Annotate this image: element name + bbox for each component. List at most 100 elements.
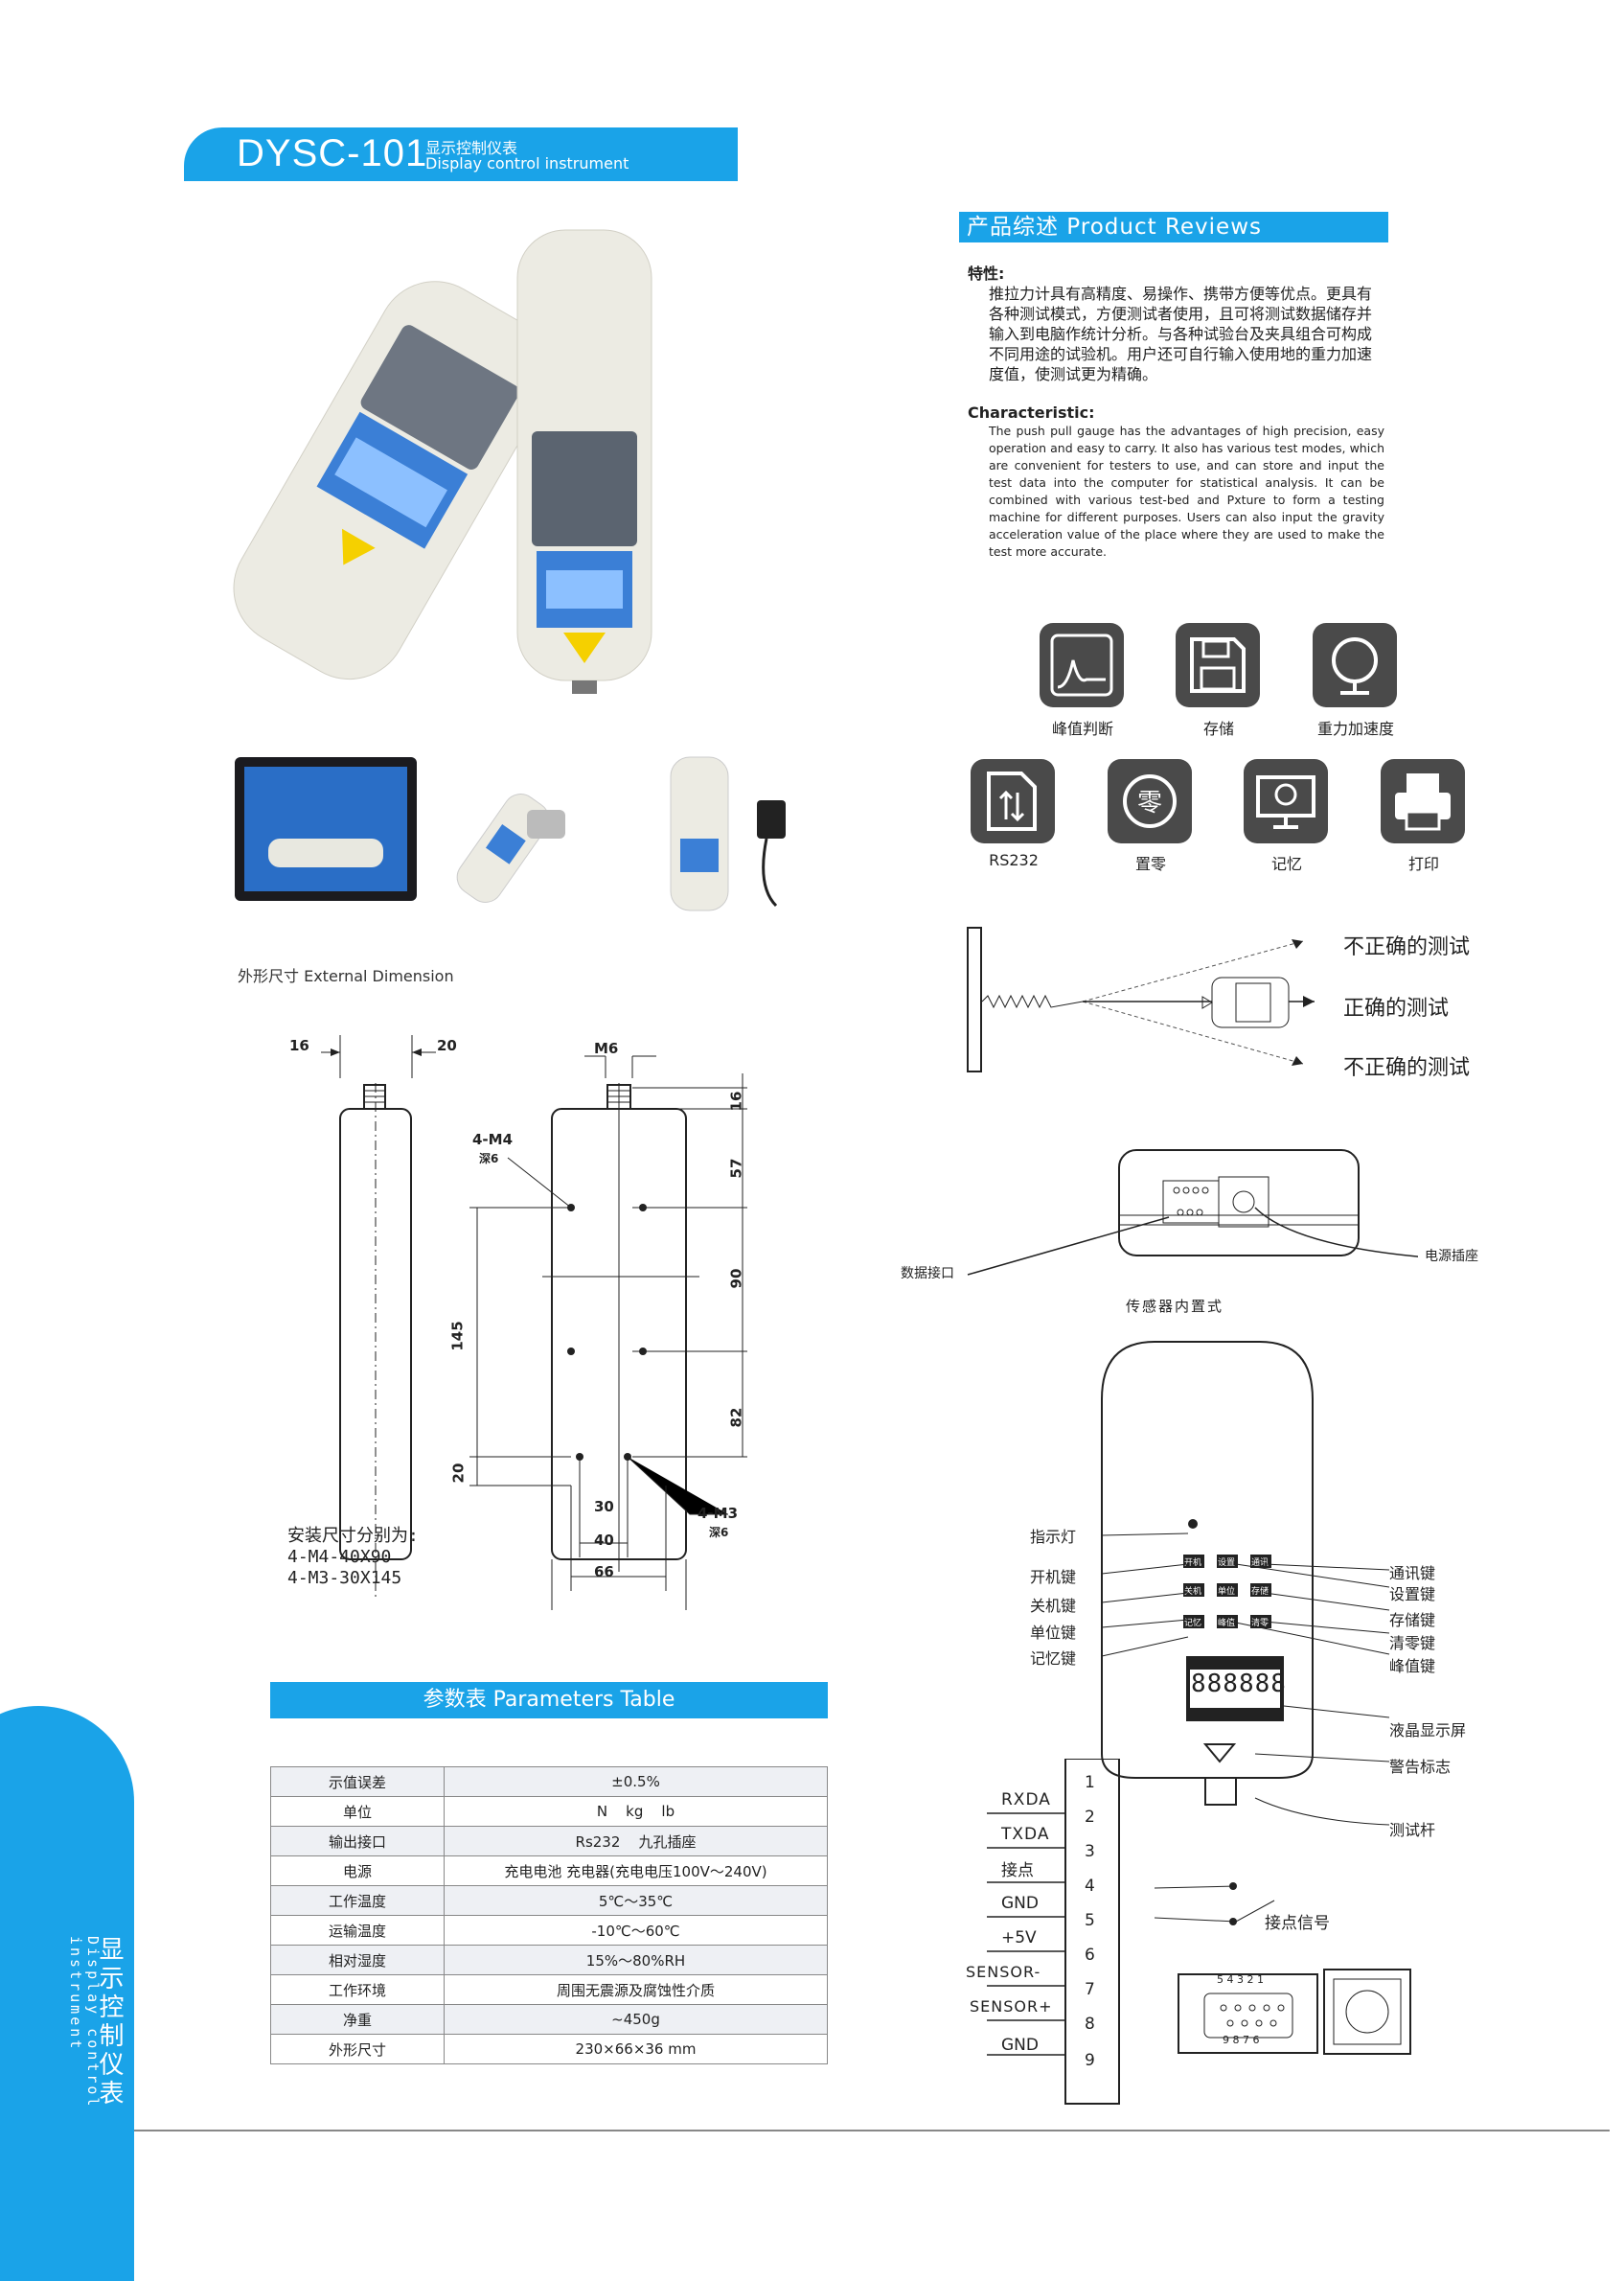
param-value: 5℃～35℃ xyxy=(444,1885,828,1916)
param-key: 相对湿度 xyxy=(270,1945,445,1975)
dim-4m3-depth: 深6 xyxy=(709,1526,729,1539)
connector-bottom-pins: 9 8 7 6 xyxy=(1223,2034,1260,2046)
param-value: 充电电池 充电器(充电电压100V～240V) xyxy=(444,1855,828,1886)
key-settings: 设置 xyxy=(1217,1558,1235,1568)
param-value: -10℃～60℃ xyxy=(444,1915,828,1946)
label-memory: 记忆 xyxy=(1270,855,1302,873)
label-rs232: RS232 xyxy=(989,851,1039,869)
pin-1: 1 xyxy=(1085,1773,1095,1792)
dimension-title: 外形尺寸 External Dimension xyxy=(238,967,454,985)
signal-sensor-minus: SENSOR- xyxy=(966,1963,1041,1981)
key-memory: 记忆 xyxy=(1183,1619,1201,1628)
label-storage: 存储 xyxy=(1202,720,1234,738)
param-value: 230×66×36 mm xyxy=(444,2034,828,2064)
table-row: 电源充电电池 充电器(充电电压100V～240V) xyxy=(270,1855,828,1886)
label-print: 打印 xyxy=(1407,855,1439,873)
feature-en-text: The push pull gauge has the advantages o… xyxy=(989,424,1384,559)
install-title: 安装尺寸分别为: xyxy=(287,1526,419,1546)
power-socket-label: 电源插座 xyxy=(1425,1249,1478,1264)
brain-monitor-icon xyxy=(1244,759,1328,843)
title-en: Display control instrument xyxy=(425,154,629,173)
label-zero: 清零键 xyxy=(1389,1634,1436,1652)
lcd-display: 888888 xyxy=(1191,1670,1287,1698)
correct-test: 正确的测试 xyxy=(1343,997,1450,1021)
wrong-test-bottom: 不正确的测试 xyxy=(1343,1056,1471,1080)
pin-8: 8 xyxy=(1085,2015,1095,2034)
product-photo xyxy=(233,229,652,694)
signal-contact: 接点 xyxy=(1001,1861,1034,1880)
install-m4: 4-M4-40X90 xyxy=(287,1547,392,1567)
zero-reset-icon: 零 xyxy=(1108,759,1192,843)
dimension-drawing xyxy=(321,1035,747,1610)
label-comm: 通讯键 xyxy=(1389,1564,1436,1582)
install-m3: 4-M3-30X145 xyxy=(287,1568,402,1588)
param-key: 示值误差 xyxy=(270,1766,445,1797)
charger-photo xyxy=(670,756,786,911)
pin-5: 5 xyxy=(1085,1911,1095,1930)
label-lcd: 液晶显示屏 xyxy=(1389,1721,1467,1740)
key-unit: 单位 xyxy=(1217,1587,1235,1597)
side-title-en: Display control instrument xyxy=(67,1936,102,2109)
label-zero: 置零 xyxy=(1134,855,1166,873)
wrong-test-top: 不正确的测试 xyxy=(1343,935,1471,959)
label-peak: 峰值键 xyxy=(1389,1657,1436,1675)
dim-4m4-depth: 深6 xyxy=(479,1152,499,1165)
data-port-label: 数据接口 xyxy=(901,1266,954,1281)
dim-40: 40 xyxy=(594,1532,614,1549)
pin-4: 4 xyxy=(1085,1877,1095,1896)
title-banner: DYSC-101 显示控制仪表 Display control instrume… xyxy=(184,127,738,181)
label-settings: 设置键 xyxy=(1389,1585,1436,1603)
key-power-off: 关机 xyxy=(1183,1587,1201,1597)
signal-txda: TXDA xyxy=(1001,1825,1050,1844)
param-value: ±0.5% xyxy=(444,1766,828,1797)
label-test-rod: 测试杆 xyxy=(1389,1821,1436,1839)
param-key: 电源 xyxy=(270,1855,445,1886)
dim-side-left: 16 xyxy=(289,1037,309,1054)
label-warning: 警告标志 xyxy=(1389,1758,1452,1776)
side-title-cn: 显示控制仪表 xyxy=(95,1936,124,2108)
label-indicator: 指示灯 xyxy=(1030,1528,1077,1546)
floppy-disk-icon xyxy=(1176,623,1260,707)
key-comm: 通讯 xyxy=(1250,1558,1269,1568)
label-unit: 单位键 xyxy=(1030,1624,1077,1642)
param-value: 周围无震源及腐蚀性介质 xyxy=(444,1974,828,2005)
dim-4m4: 4-M4 xyxy=(472,1131,514,1148)
test-direction-diagram xyxy=(967,927,1315,1072)
param-key: 单位 xyxy=(270,1796,445,1827)
key-power-on: 开机 xyxy=(1183,1558,1201,1568)
label-store: 存储键 xyxy=(1389,1611,1436,1629)
param-key: 输出接口 xyxy=(270,1826,445,1856)
signal-gnd-2: GND xyxy=(1001,2036,1039,2055)
pin-7: 7 xyxy=(1085,1980,1095,1999)
signal-gnd-1: GND xyxy=(1001,1894,1039,1913)
printer-icon xyxy=(1381,759,1465,843)
param-key: 净重 xyxy=(270,2004,445,2035)
pin-2: 2 xyxy=(1085,1808,1095,1827)
reviews-heading: 产品综述 Product Reviews xyxy=(959,212,1388,242)
sensor-caption: 传感器内置式 xyxy=(1126,1298,1224,1315)
side-tab xyxy=(0,1706,134,2281)
dim-145: 145 xyxy=(448,1321,467,1351)
dim-m6: M6 xyxy=(594,1040,619,1057)
signal-5v: +5V xyxy=(1001,1928,1037,1947)
signal-rxda: RXDA xyxy=(1001,1790,1051,1809)
case-photo xyxy=(235,757,417,901)
key-peak: 峰值 xyxy=(1217,1619,1235,1628)
device-front-diagram xyxy=(1101,1341,1314,1806)
contact-signal-label: 接点信号 xyxy=(1265,1914,1330,1933)
param-value: ~450g xyxy=(444,2004,828,2035)
socket-diagram xyxy=(1323,1969,1411,2055)
key-zero: 清零 xyxy=(1250,1619,1269,1628)
model-title: DYSC-101 xyxy=(237,132,428,174)
dim-82: 82 xyxy=(727,1407,745,1428)
device-leader-lines xyxy=(1101,1532,1390,1826)
dim-4m3: 4-M3 xyxy=(698,1505,739,1522)
feature-en-title: Characteristic: xyxy=(968,403,1095,422)
sensor-port-diagram xyxy=(967,1149,1418,1276)
peak-chart-icon xyxy=(1040,623,1124,707)
